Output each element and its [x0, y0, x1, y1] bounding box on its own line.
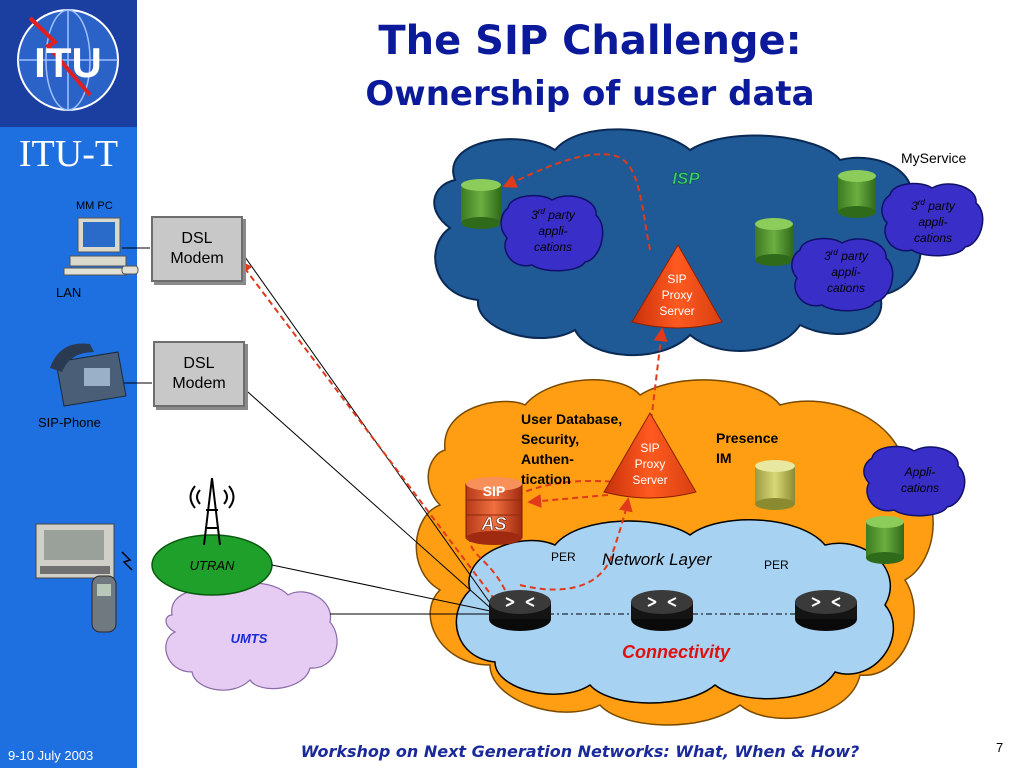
party-number: 3: [531, 208, 538, 222]
proxy-label-2: Proxy: [662, 288, 693, 302]
sip-as-server: SIP AS: [465, 477, 523, 545]
database-icon: [755, 218, 793, 266]
proxy-label-1: SIP: [667, 272, 686, 286]
modem-label-line2: Modem: [172, 375, 226, 392]
party-rest: party: [925, 199, 956, 213]
network-layer-label: Network Layer: [602, 550, 713, 569]
presence-line2: IM: [716, 450, 732, 466]
presence-line1: Presence: [716, 430, 779, 446]
user-database-line4: tication: [521, 471, 571, 487]
dsl-modem-2: DSL Modem: [153, 341, 245, 407]
slide-title: The SIP Challenge:: [378, 18, 802, 64]
slide-subtitle: Ownership of user data: [365, 74, 815, 114]
applications-cloud: Appli- cations: [863, 445, 966, 517]
router-icon: [631, 590, 693, 631]
party-sup: rd: [831, 248, 839, 257]
sip-as-top-label: SIP: [483, 483, 506, 499]
proxy-label-3: Server: [659, 304, 694, 318]
router-icon: [489, 590, 551, 631]
sip-phone-label: SIP-Phone: [38, 415, 101, 430]
radio-tower-icon: [189, 477, 235, 546]
per-label-left: PER: [551, 550, 576, 564]
utran-label: UTRAN: [190, 558, 235, 573]
connectivity-label: Connectivity: [622, 642, 731, 662]
presence-database-icon: [755, 460, 795, 510]
party-line2: appli-: [538, 224, 567, 238]
proxy-label-2: Proxy: [635, 457, 666, 471]
proxy-label-3: Server: [632, 473, 667, 487]
party-line3: cations: [914, 231, 952, 245]
user-database-line1: User Database,: [521, 411, 623, 427]
user-database-label: User Database, Security, Authen- ticatio…: [521, 409, 622, 489]
third-party-apps-cloud: 3rd party appli- cations: [881, 182, 984, 257]
database-icon: [866, 516, 904, 564]
database-icon: [838, 170, 876, 218]
mobile-phone-icon: [91, 575, 117, 633]
party-line3: cations: [827, 281, 865, 295]
apps-line2: cations: [901, 481, 939, 495]
user-database-line3: Authen-: [521, 451, 574, 467]
party-rest: party: [838, 249, 869, 263]
logo-text: ITU: [34, 39, 102, 86]
svg-text:3rd party: 3rd party: [531, 207, 576, 222]
per-label-right: PER: [764, 558, 789, 572]
party-line2: appli-: [918, 215, 947, 229]
itu-logo: ITU: [0, 0, 137, 127]
sip-phone-icon: [50, 343, 127, 407]
party-rest: party: [545, 208, 576, 222]
myservice-label: MyService: [901, 150, 967, 166]
date-label: 9-10 July 2003: [8, 748, 94, 763]
isp-sip-proxy-server: SIP Proxy Server: [631, 244, 723, 329]
page-number: 7: [996, 740, 1004, 755]
party-number: 3: [911, 199, 918, 213]
modem-label-line2: Modem: [170, 250, 224, 267]
mm-pc-label: MM PC: [76, 200, 113, 212]
dsl-modem-1: DSL Modem: [151, 216, 243, 282]
party-sup: rd: [538, 207, 546, 216]
router-icon: [795, 590, 857, 631]
pda-icon: [35, 523, 115, 579]
party-sup: rd: [918, 198, 926, 207]
footer-text: Workshop on Next Generation Networks: Wh…: [300, 742, 860, 761]
svg-text:3rd party: 3rd party: [824, 248, 869, 263]
proxy-label-1: SIP: [640, 441, 659, 455]
database-icon: [461, 179, 501, 229]
party-line3: cations: [534, 240, 572, 254]
user-database-line2: Security,: [521, 431, 580, 447]
modem-label-line1: DSL: [183, 355, 215, 372]
party-number: 3: [824, 249, 831, 263]
party-line2: appli-: [831, 265, 860, 279]
apps-line1: Appli-: [904, 465, 936, 479]
presence-im-label: Presence IM: [716, 428, 778, 468]
connection-lines: [121, 247, 795, 615]
lan-label: LAN: [56, 285, 82, 300]
brand-label: ITU-T: [18, 133, 119, 175]
mm-pc-icon: [63, 217, 139, 276]
third-party-apps-cloud: 3rd party appli- cations: [500, 194, 604, 272]
third-party-apps-cloud: 3rd party appli- cations: [791, 237, 894, 312]
provider-sip-proxy-server: SIP Proxy Server: [603, 412, 697, 499]
modem-label-line1: DSL: [181, 230, 213, 247]
umts-label: UMTS: [231, 631, 268, 646]
svg-text:3rd party: 3rd party: [911, 198, 956, 213]
sip-as-bottom-label: AS: [480, 514, 506, 534]
isp-label: ISP: [672, 169, 700, 188]
